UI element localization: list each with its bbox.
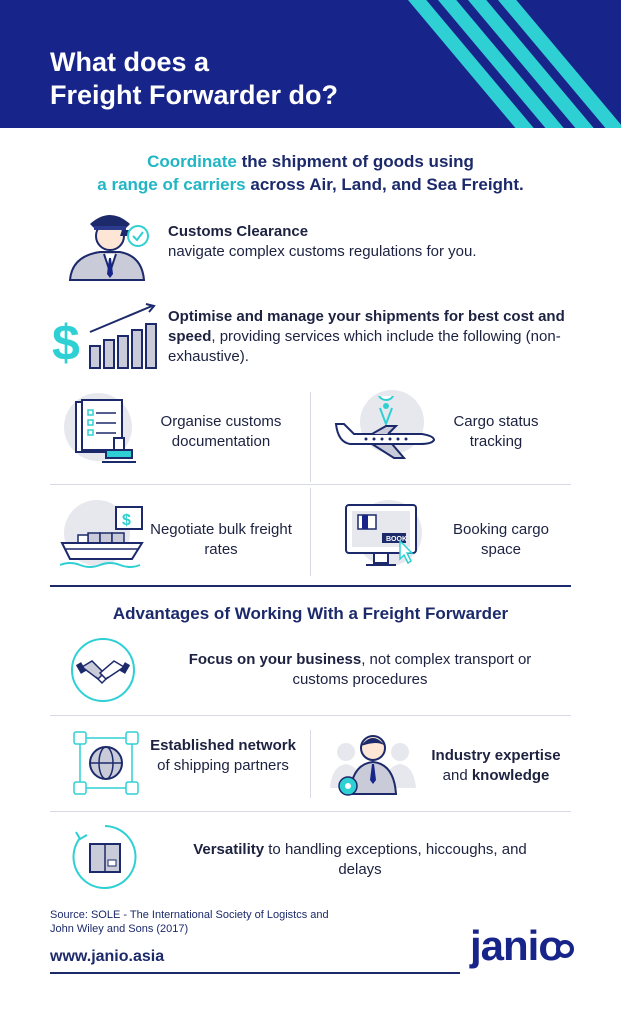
grid-divider-horizontal <box>50 484 571 485</box>
website-link[interactable]: www.janio.asia <box>50 948 165 965</box>
header-banner: What does a Freight Forwarder do? <box>0 0 621 128</box>
dollar-sign-icon: $ <box>52 315 80 371</box>
service-label: Cargo status tracking <box>453 413 539 450</box>
cost-growth-chart-icon: $ <box>52 303 157 371</box>
source-citation: Source: SOLE - The International Society… <box>50 909 329 935</box>
service-label: Negotiate bulk freight rates <box>150 521 292 558</box>
advantage-focus-text: Focus on your business, not complex tran… <box>188 651 532 688</box>
intro-heading: Coordinate the shipment of goods using a… <box>97 152 524 194</box>
documents-stamp-icon <box>75 399 136 463</box>
service-label: Booking cargo space <box>453 521 549 558</box>
handshake-icon <box>71 638 135 702</box>
advantage-expertise-text: Industry expertise and knowledge <box>431 747 561 784</box>
grid-divider-vertical <box>310 392 311 482</box>
airplane-location-icon <box>334 396 436 459</box>
package-cycle-icon <box>72 825 137 889</box>
expert-team-icon <box>330 735 416 796</box>
cargo-ship-icon: $ <box>59 506 144 568</box>
customs-clearance-text: Customs Clearance navigate complex custo… <box>168 223 477 260</box>
janio-logo: janio <box>470 922 564 969</box>
customs-officer-icon <box>68 215 149 281</box>
advantage-network-text: Established network of shipping partners <box>150 737 296 774</box>
grid-divider-vertical <box>310 488 311 576</box>
optimise-text: Optimise and manage your shipments for b… <box>168 308 565 365</box>
footer-underline <box>50 972 460 974</box>
service-label: Organise customs documentation <box>160 413 282 450</box>
monitor-booking-icon: BOOK <box>345 504 417 566</box>
book-button-label: BOOK <box>386 536 407 543</box>
section-divider <box>50 585 571 587</box>
advantages-title: Advantages of Working With a Freight For… <box>112 604 509 623</box>
advantage-divider <box>50 811 571 812</box>
page-title: What does a Freight Forwarder do? <box>50 47 339 110</box>
svg-text:$: $ <box>122 512 131 529</box>
advantage-divider <box>50 715 571 716</box>
global-network-icon <box>73 731 139 795</box>
logo-o-mark <box>556 940 574 958</box>
advantage-versatility-text: Versatility to handling exceptions, hicc… <box>193 841 527 878</box>
advantage-divider-vertical <box>310 730 311 798</box>
